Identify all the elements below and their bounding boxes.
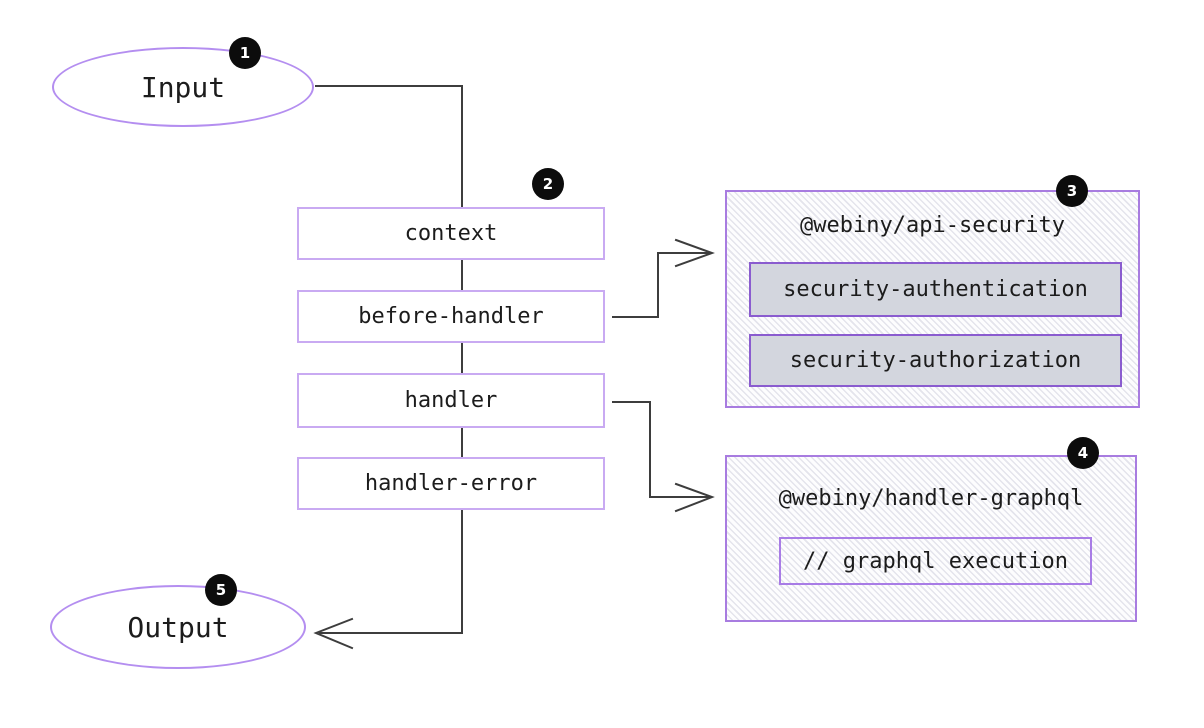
connector-handler-to-graphql [612,401,709,498]
arrowhead-to-output [313,617,354,650]
panel-api-security-title: @webiny/api-security [800,213,1065,238]
arrowhead-to-graphql [674,482,715,513]
output-node: Output [50,585,306,669]
step-before-handler-label: before-handler [358,304,544,329]
input-node: Input [52,47,314,127]
step-handler-error: handler-error [297,457,605,510]
arrowhead-to-security [674,238,715,268]
step-before-handler: before-handler [297,290,605,343]
step-handler: handler [297,373,605,428]
item-security-authentication-label: security-authentication [783,277,1088,302]
item-graphql-execution: // graphql execution [779,537,1092,585]
output-label: Output [127,610,229,644]
item-graphql-execution-label: // graphql execution [803,548,1068,574]
connector-before-handler-to-security [612,252,709,318]
step-handler-label: handler [404,388,498,413]
badge-5: 5 [205,574,237,606]
panel-handler-graphql-title: @webiny/handler-graphql [778,486,1084,511]
step-context: context [297,207,605,260]
badge-2: 2 [532,168,564,200]
input-label: Input [140,70,226,104]
item-security-authorization: security-authorization [749,334,1122,387]
panel-handler-graphql: @webiny/handler-graphql // graphql execu… [725,455,1137,622]
step-handler-error-label: handler-error [364,471,538,496]
step-context-label: context [404,221,498,246]
connector-main-pipeline [315,85,463,634]
panel-api-security: @webiny/api-security security-authentica… [725,190,1140,408]
badge-1: 1 [229,37,261,69]
item-security-authentication: security-authentication [749,262,1122,317]
badge-4: 4 [1067,437,1099,469]
item-security-authorization-label: security-authorization [789,348,1082,373]
badge-3: 3 [1056,175,1088,207]
